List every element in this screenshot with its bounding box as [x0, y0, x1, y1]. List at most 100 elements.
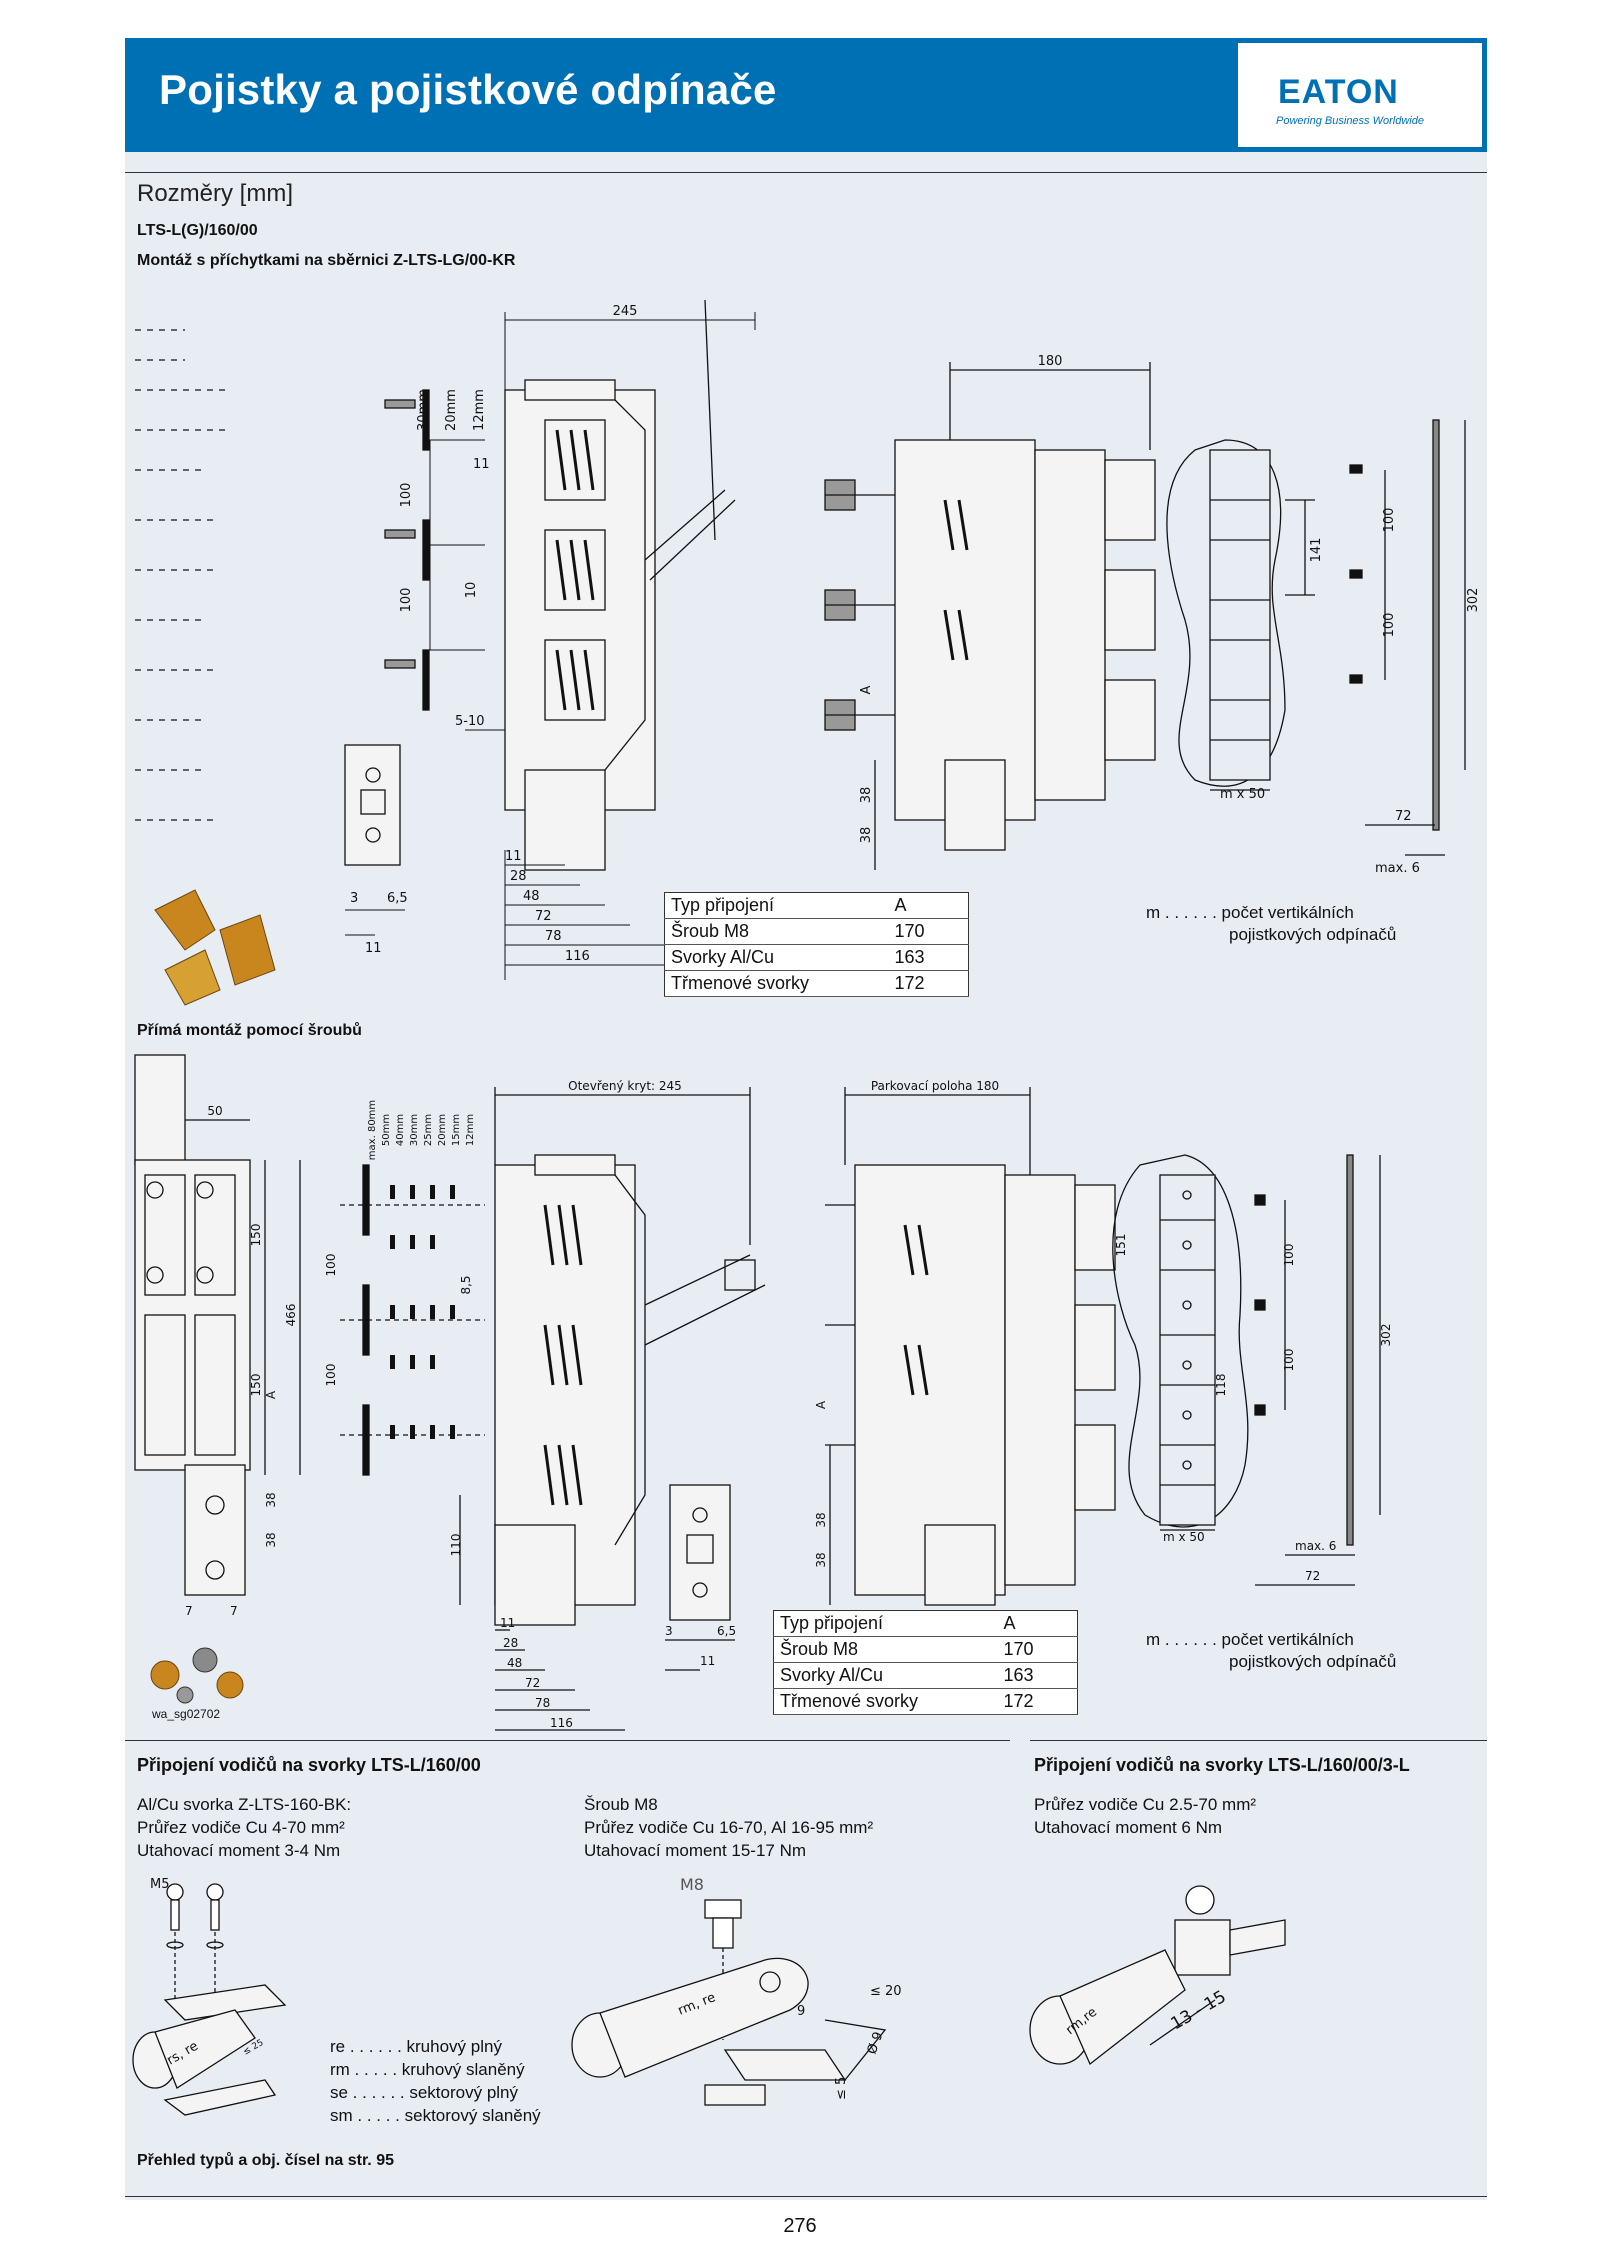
- dim-48-b: 48: [507, 1656, 522, 1670]
- bottom-rule: [125, 2196, 1487, 2197]
- label-le20: ≤ 20: [870, 1984, 902, 1999]
- page-title: Pojistky a pojistkové odpínače: [159, 66, 777, 113]
- open-cover-label: Otevřený kryt: 245: [568, 1079, 682, 1093]
- spacing-label: 30mm: [409, 1114, 420, 1146]
- label-phi9: Ø 9: [865, 2030, 887, 2056]
- dim-100a: 100: [399, 483, 414, 508]
- dim-151: 151: [1114, 1234, 1128, 1257]
- legend-item: sm . . . . . sektorový slaněný: [330, 2106, 541, 2125]
- dim-6-5-b: 6,5: [717, 1624, 736, 1638]
- m-note-2-line2: pojistkových odpínačů: [1229, 1652, 1397, 1671]
- page-header: Pojistky a pojistkové odpínače EATON Pow…: [125, 38, 1487, 152]
- dim-78: 78: [545, 929, 562, 944]
- label-m8: M8: [680, 1875, 704, 1894]
- conn1-col2-l3: Utahovací moment 15-17 Nm: [584, 1841, 807, 1860]
- dim-12mm: 12mm: [472, 389, 487, 431]
- m-note-1-line1: m . . . . . . počet vertikálních: [1146, 903, 1354, 922]
- mounting-subtitle-1: Montáž s příchytkami na sběrnici Z-LTS-L…: [137, 252, 516, 269]
- spacing-label: 25mm: [423, 1114, 434, 1146]
- dim-100d: 100: [1382, 613, 1397, 638]
- front-view-outline: [1166, 439, 1315, 791]
- dim-48: 48: [523, 889, 540, 904]
- dim-150b: 150: [249, 1374, 263, 1397]
- section-title: Rozměry [mm]: [137, 180, 293, 207]
- conn1-col1-l1: Al/Cu svorka Z-LTS-160-BK:: [137, 1795, 352, 1814]
- dim-118: 118: [1214, 1374, 1228, 1397]
- switch-body-side-3: [459, 1087, 766, 1731]
- dim-38a-front: 38: [264, 1492, 278, 1507]
- conn1-col2-l2: Průřez vodiče Cu 16-70, Al 16-95 mm²: [584, 1818, 874, 1837]
- dim-38c: 38: [814, 1512, 828, 1527]
- dim-28-b: 28: [503, 1636, 518, 1650]
- eaton-logo: EATON Powering Business Worldwide: [1236, 41, 1484, 149]
- dim-3-b: 3: [665, 1624, 673, 1638]
- dim-100c-b: 100: [1282, 1244, 1296, 1267]
- dim-11b: 11: [365, 941, 382, 956]
- dim-245: 245: [613, 304, 638, 319]
- dim-20mm: 20mm: [444, 389, 459, 431]
- conn1-col1-l3: Utahovací moment 3-4 Nm: [137, 1841, 341, 1860]
- table-header-type: Typ připojení: [664, 892, 889, 919]
- label-m5: M5: [150, 1877, 170, 1892]
- bottom-dimension-drawings: 50 150 150 466 A 38 38 7 7 Otevřený kryt…: [134, 1054, 1393, 1731]
- dim-38d: 38: [814, 1552, 828, 1567]
- dim-11c: 11: [505, 849, 522, 864]
- m-note-1-line2: pojistkových odpínačů: [1229, 925, 1397, 944]
- conn1-col1-l2: Průřez vodiče Cu 4-70 mm²: [137, 1818, 345, 1837]
- dim-6-5: 6,5: [387, 891, 408, 906]
- dim-116-b: 116: [550, 1716, 573, 1730]
- mounting-clip-image: [154, 889, 276, 1006]
- dim-72-b: 72: [525, 1676, 540, 1690]
- dim-A2: A: [814, 1400, 828, 1409]
- box-terminal-figure: [1029, 1885, 1286, 2066]
- conn1-title: Připojení vodičů na svorky LTS-L/160/00: [137, 1755, 481, 1775]
- dim-38b: 38: [859, 827, 874, 844]
- alcu-clamp-figure: [132, 1883, 287, 2116]
- table-header-a: A: [888, 892, 969, 919]
- dim-38a: 38: [859, 787, 874, 804]
- dim-72b: 72: [1395, 809, 1412, 824]
- table-header-type: Typ připojení: [773, 1610, 998, 1637]
- conn2-rule: [1030, 1740, 1487, 1741]
- label-9: 9: [797, 2004, 805, 2019]
- logo-wordmark: EATON: [1278, 73, 1399, 111]
- page-number: 276: [783, 2215, 817, 2237]
- dim-max6-b: max. 6: [1295, 1539, 1336, 1553]
- front-view-outline-2: [1112, 1154, 1249, 1531]
- dim-11: 11: [473, 457, 490, 472]
- conn2-l1: Průřez vodiče Cu 2.5-70 mm²: [1034, 1795, 1257, 1814]
- dim-302-b: 302: [1379, 1324, 1393, 1347]
- busbar-plate-view: [1349, 419, 1466, 856]
- busbar-fragment: [135, 329, 225, 821]
- dim-28: 28: [510, 869, 527, 884]
- spacing-label: 15mm: [451, 1114, 462, 1146]
- top-rule: [125, 172, 1487, 173]
- legend-item: re . . . . . . kruhový plný: [330, 2037, 502, 2056]
- m-note-2-line1: m . . . . . . počet vertikálních: [1146, 1630, 1354, 1649]
- parking-position-label: Parkovací poloha 180: [871, 1079, 999, 1093]
- dim-141: 141: [1309, 538, 1324, 563]
- mounting-screws-image: [150, 1647, 244, 1704]
- spacing-label: 20mm: [437, 1114, 448, 1146]
- dim-302: 302: [1466, 588, 1481, 613]
- busbars-side-view-1: [384, 389, 430, 711]
- stacked-front-view: [134, 1054, 301, 1596]
- dim-3: 3: [350, 891, 358, 906]
- spacing-label: max. 80mm: [367, 1100, 378, 1160]
- dim-466: 466: [284, 1304, 298, 1327]
- busbar-plate-view-2: [1254, 1154, 1381, 1586]
- legend-item: rm . . . . . kruhový slaněný: [330, 2060, 525, 2079]
- top-dimension-drawings: 245 180 30mm 20mm 12mm 100 100 11 10 5-1…: [135, 299, 1481, 1006]
- dim-A-front: A: [264, 1390, 278, 1399]
- dim-50: 50: [207, 1104, 222, 1118]
- dim-110: 110: [449, 1534, 463, 1557]
- footer-note: Přehled typů a obj. čísel na str. 95: [137, 2152, 394, 2169]
- dim-180: 180: [1038, 354, 1063, 369]
- conn2-l2: Utahovací moment 6 Nm: [1034, 1818, 1223, 1837]
